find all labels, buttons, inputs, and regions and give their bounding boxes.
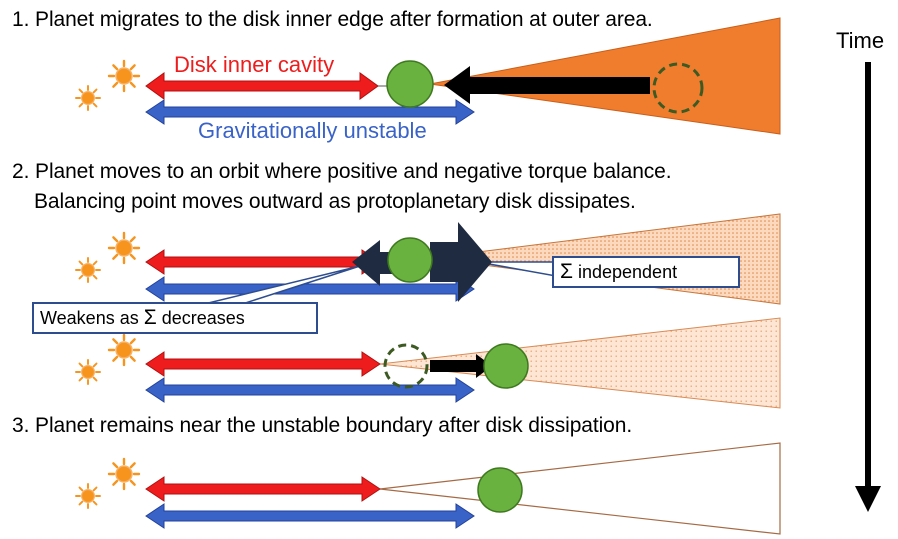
step-3-text: 3. Planet remains near the unstable boun… [12,414,633,437]
star-icon [107,333,141,367]
disk-solid [429,17,781,135]
outward-shift-arrow [430,354,492,378]
step-2-subtext: Balancing point moves outward as protopl… [34,190,636,213]
step-2-text: 2. Planet moves to an orbit where positi… [12,160,672,183]
migration-arrow [444,66,650,104]
row-4 [75,442,781,535]
star-icon [75,257,101,283]
blue-arrow [145,503,475,529]
outward-torque-arrow [430,222,492,302]
star-icon [107,231,141,265]
star-icon [107,59,141,93]
star-icon [75,85,101,111]
planet [386,60,434,108]
red-arrow [145,72,379,100]
weakens-callout: Weakens as Σ decreases [32,302,318,334]
star-icon [75,483,101,509]
time-arrow [855,62,881,512]
step-1-text: 1. Planet migrates to the disk inner edg… [12,8,653,31]
gravitationally-unstable-label: Gravitationally unstable [198,118,427,143]
red-arrow [145,476,381,502]
sigma-symbol: Σ [143,306,157,329]
blue-arrow [145,377,475,403]
sigma-symbol: Σ [560,260,573,283]
disk-inner-cavity-label: Disk inner cavity [174,52,335,77]
callout-prefix: Weakens as [40,308,144,328]
sigma-independent-callout: Σ independent [552,256,740,288]
planet [387,237,433,283]
star-icon [107,457,141,491]
blue-arrow [145,276,475,302]
disk-further-dissipated [379,317,781,409]
blue-arrow [145,99,475,125]
callout-text: independent [572,262,678,282]
disk-dissipated-outline [379,442,781,535]
planet [477,467,523,513]
callout-suffix: decreases [156,308,245,328]
former-planet-position [383,343,429,389]
planet [483,343,529,389]
inward-torque-arrow [352,240,402,286]
time-label: Time [836,28,885,53]
former-planet-position [652,62,704,114]
row-1 [75,17,781,135]
row-3 [75,317,781,409]
red-arrow [145,351,381,377]
star-icon [75,359,101,385]
